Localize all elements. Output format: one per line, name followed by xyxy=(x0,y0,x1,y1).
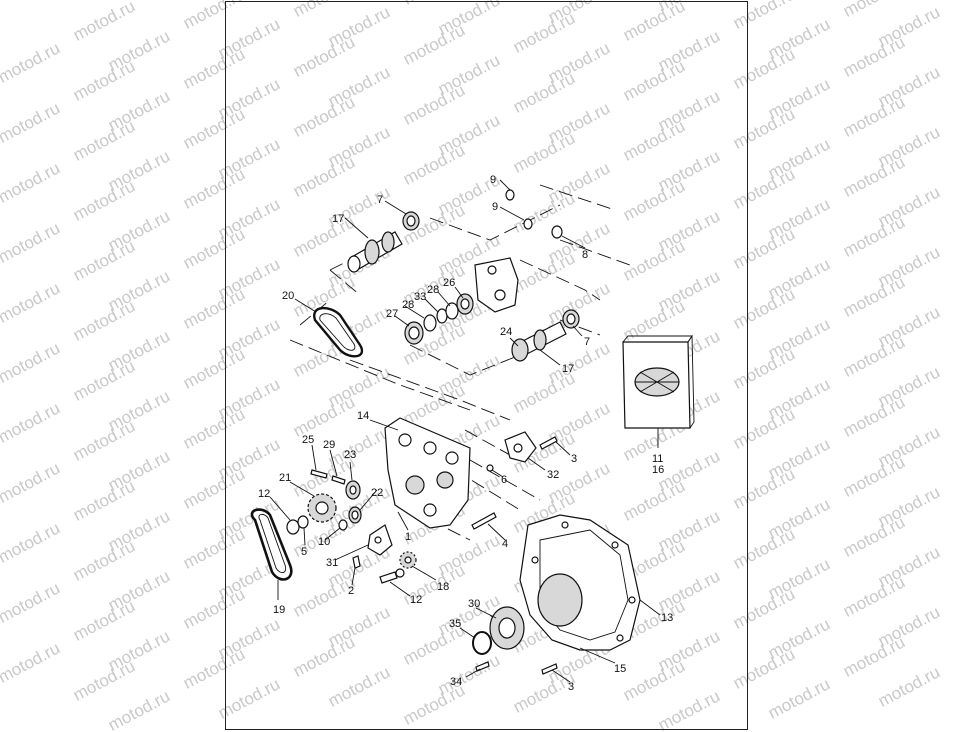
washer-23 xyxy=(345,480,361,500)
sprocket-21 xyxy=(307,493,337,523)
callout-8: 8 xyxy=(582,249,588,261)
washer-22 xyxy=(348,506,362,524)
spacer-5 xyxy=(297,515,309,529)
callout-22: 22 xyxy=(371,487,383,499)
callout-16: 16 xyxy=(652,464,664,476)
callout-7-upper: 7 xyxy=(377,194,383,206)
callout-2: 2 xyxy=(348,585,354,597)
callout-1: 1 xyxy=(405,531,411,543)
callout-17-upper: 17 xyxy=(332,213,344,225)
callout-28-right: 28 xyxy=(427,284,439,296)
gear-18 xyxy=(399,551,417,569)
bolt-3-lower xyxy=(541,663,558,675)
pin-25 xyxy=(310,469,328,479)
leader-lines xyxy=(269,179,661,683)
primary-chain-19 xyxy=(250,508,293,581)
callout-12-upper: 12 xyxy=(258,488,270,500)
bearing-7-lower xyxy=(562,309,580,329)
washer-29 xyxy=(331,475,346,485)
callout-4: 4 xyxy=(502,538,508,550)
callout-24: 24 xyxy=(500,326,512,338)
callout-14: 14 xyxy=(357,410,369,422)
callout-12-lower: 12 xyxy=(410,594,422,606)
callout-32: 32 xyxy=(547,469,559,481)
callout-33: 33 xyxy=(414,291,426,303)
bearing-7-upper xyxy=(402,211,420,231)
callout-30: 30 xyxy=(468,598,480,610)
o-ring-9-lower xyxy=(523,218,533,230)
cam-cover-13 xyxy=(519,514,641,651)
callout-20: 20 xyxy=(282,290,294,302)
seal-stack xyxy=(404,293,474,345)
o-ring-9-upper xyxy=(505,189,515,201)
kit-box xyxy=(622,334,695,429)
callout-labels: 9 9 8 7 17 20 27 28 33 28 26 24 7 17 14 … xyxy=(258,174,673,693)
callout-27: 27 xyxy=(386,308,398,320)
o-ring-8 xyxy=(551,225,563,239)
callout-18: 18 xyxy=(437,581,449,593)
callout-21: 21 xyxy=(279,472,291,484)
cam-chain-20 xyxy=(313,306,364,358)
callout-34: 34 xyxy=(450,676,462,688)
callout-6: 6 xyxy=(501,474,507,486)
chain-tensioner-1 xyxy=(367,524,393,556)
bolt-3-upper xyxy=(539,436,558,450)
callout-29: 29 xyxy=(323,439,335,451)
cam-support-housing xyxy=(474,257,519,313)
callout-26: 26 xyxy=(443,277,455,289)
callout-17-lower: 17 xyxy=(562,363,574,375)
callout-35: 35 xyxy=(449,618,461,630)
callout-10: 10 xyxy=(318,536,330,548)
camshaft-17-upper xyxy=(347,231,403,273)
callout-3-upper: 3 xyxy=(571,453,577,465)
callout-3-lower: 3 xyxy=(568,681,574,693)
bracket-32 xyxy=(504,431,537,463)
cam-support-plate-14 xyxy=(384,417,471,529)
callout-9-lower: 9 xyxy=(492,201,498,213)
callout-31: 31 xyxy=(326,557,338,569)
callout-15: 15 xyxy=(614,663,626,675)
cover-plug-30 xyxy=(489,606,525,650)
bolt-12-lower xyxy=(379,568,405,584)
callout-23: 23 xyxy=(344,449,356,461)
callout-7-lower: 7 xyxy=(584,336,590,348)
dowel-6 xyxy=(486,464,494,472)
callout-13: 13 xyxy=(661,612,673,624)
screw-2 xyxy=(352,555,361,569)
spacer-12-upper xyxy=(286,519,300,535)
washer-10 xyxy=(338,519,348,531)
callout-5: 5 xyxy=(301,546,307,558)
gasket-35 xyxy=(472,631,492,655)
bolt-4 xyxy=(471,512,497,530)
callout-9-upper: 9 xyxy=(490,174,496,186)
callout-25: 25 xyxy=(302,434,314,446)
screw-34 xyxy=(475,661,490,672)
callout-11: 11 xyxy=(652,453,663,465)
callout-28-left: 28 xyxy=(402,299,414,311)
callout-19: 19 xyxy=(273,604,285,616)
camshaft-17-lower xyxy=(511,321,567,362)
diagram-frame xyxy=(225,1,748,730)
